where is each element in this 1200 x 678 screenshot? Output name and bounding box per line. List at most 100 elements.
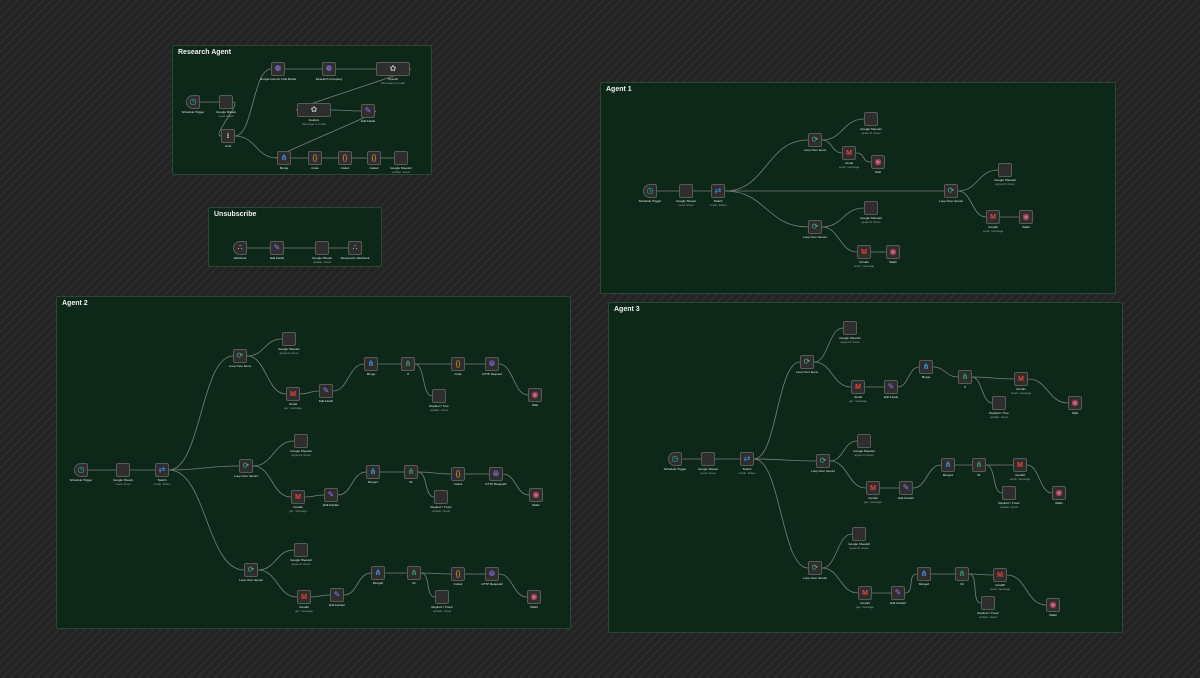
- gmail-node[interactable]: M: [993, 568, 1007, 582]
- sheets-node[interactable]: [679, 184, 693, 198]
- sheets-node[interactable]: [294, 434, 308, 448]
- http-node[interactable]: 🌐︎: [485, 567, 499, 581]
- gmail-node[interactable]: M: [286, 387, 300, 401]
- gmail-node[interactable]: M: [986, 210, 1000, 224]
- wait-node[interactable]: ◉: [1046, 598, 1060, 612]
- loop-node[interactable]: ⟳: [244, 563, 258, 577]
- wait-node[interactable]: ◉: [529, 488, 543, 502]
- schedule-node[interactable]: ◷: [74, 463, 88, 477]
- sheets-node[interactable]: [282, 332, 296, 346]
- if-node[interactable]: ⋔: [407, 566, 421, 580]
- code-node[interactable]: {}: [451, 567, 465, 581]
- sheets-node[interactable]: [219, 95, 233, 109]
- sheets-node[interactable]: [1002, 486, 1016, 500]
- sheets-node[interactable]: [864, 112, 878, 126]
- edit-node[interactable]: ✎: [330, 588, 344, 602]
- http-node[interactable]: 🌐︎: [485, 357, 499, 371]
- code-node[interactable]: {}: [451, 467, 465, 481]
- schedule-node[interactable]: ◷: [643, 184, 657, 198]
- sheets-node[interactable]: [857, 434, 871, 448]
- gmail-node[interactable]: M: [857, 245, 871, 259]
- sheets-node[interactable]: [294, 543, 308, 557]
- edit-node[interactable]: ✎: [324, 488, 338, 502]
- sheets-node[interactable]: [432, 389, 446, 403]
- schedule-node[interactable]: ◷: [668, 452, 682, 466]
- merge-node[interactable]: ⋔: [371, 566, 385, 580]
- schedule-node[interactable]: ◷: [186, 95, 200, 109]
- brain-node[interactable]: ❁: [322, 62, 336, 76]
- gmail-node[interactable]: M: [291, 490, 305, 504]
- gmail-node[interactable]: M: [1014, 372, 1028, 386]
- edit-node[interactable]: ✎: [899, 481, 913, 495]
- node-label: Limit: [198, 144, 258, 149]
- merge-node[interactable]: ⋔: [366, 465, 380, 479]
- loop-node[interactable]: ⟳: [808, 220, 822, 234]
- sheets-node[interactable]: [315, 241, 329, 255]
- wait-node[interactable]: ◉: [528, 388, 542, 402]
- sheets-node[interactable]: [864, 201, 878, 215]
- gmail-node[interactable]: M: [297, 590, 311, 604]
- openai-node[interactable]: ✿: [297, 103, 331, 117]
- sheets-node[interactable]: [435, 590, 449, 604]
- sheets-node[interactable]: [981, 596, 995, 610]
- gmail-node[interactable]: M: [858, 586, 872, 600]
- sheets-node[interactable]: [434, 490, 448, 504]
- webhook-node[interactable]: ∴: [348, 241, 362, 255]
- edit-node[interactable]: ✎: [270, 241, 284, 255]
- if-node[interactable]: ⋔: [401, 357, 415, 371]
- gmail-node[interactable]: M: [842, 146, 856, 160]
- merge-node[interactable]: ⋔: [917, 567, 931, 581]
- clock-icon: ◷: [671, 454, 679, 463]
- brain-node[interactable]: ❁: [271, 62, 285, 76]
- loop-node[interactable]: ⟳: [800, 355, 814, 369]
- sheets-node[interactable]: [394, 151, 408, 165]
- merge-node[interactable]: ⋔: [277, 151, 291, 165]
- edit-node[interactable]: ✎: [891, 586, 905, 600]
- wait-node[interactable]: ◉: [886, 245, 900, 259]
- wait-node[interactable]: ◉: [1068, 396, 1082, 410]
- loop-node[interactable]: ⟳: [233, 349, 247, 363]
- merge-node[interactable]: ⋔: [364, 357, 378, 371]
- code-node[interactable]: {}: [451, 357, 465, 371]
- sheets-node[interactable]: [992, 396, 1006, 410]
- edit-node[interactable]: ✎: [319, 384, 333, 398]
- openai-node[interactable]: ✿: [376, 62, 410, 76]
- code-node[interactable]: {}: [367, 151, 381, 165]
- loop-node[interactable]: ⟳: [808, 561, 822, 575]
- http-node[interactable]: 🌐︎: [489, 467, 503, 481]
- sticky-note-unsubscribe[interactable]: Unsubscribe: [208, 207, 382, 267]
- wait-node[interactable]: ◉: [527, 590, 541, 604]
- sheets-node[interactable]: [843, 321, 857, 335]
- code-node[interactable]: {}: [338, 151, 352, 165]
- switch-node[interactable]: ⇄: [711, 184, 725, 198]
- loop-node[interactable]: ⟳: [239, 459, 253, 473]
- edit-node[interactable]: ✎: [884, 380, 898, 394]
- sheets-node[interactable]: [998, 163, 1012, 177]
- webhook-node[interactable]: ∴: [233, 241, 247, 255]
- merge-node[interactable]: ⋔: [941, 458, 955, 472]
- sheets-node[interactable]: [116, 463, 130, 477]
- wait-node[interactable]: ◉: [1052, 486, 1066, 500]
- node-title: Gmail1: [859, 260, 869, 264]
- loop-node[interactable]: ⟳: [944, 184, 958, 198]
- if-node[interactable]: ⋔: [955, 567, 969, 581]
- wait-node[interactable]: ◉: [1019, 210, 1033, 224]
- sheets-node[interactable]: [852, 527, 866, 541]
- if-node[interactable]: ⋔: [958, 370, 972, 384]
- switch-node[interactable]: ⇄: [740, 452, 754, 466]
- if-node[interactable]: ⋔: [404, 465, 418, 479]
- edit-node[interactable]: ✎: [361, 104, 375, 118]
- switch-node[interactable]: ⇄: [155, 463, 169, 477]
- if-node[interactable]: ⋔: [972, 458, 986, 472]
- node-title: Code: [454, 372, 462, 376]
- merge-node[interactable]: ⋔: [919, 360, 933, 374]
- gmail-node[interactable]: M: [866, 481, 880, 495]
- gmail-node[interactable]: M: [1013, 458, 1027, 472]
- sheets-node[interactable]: [701, 452, 715, 466]
- wait-node[interactable]: ◉: [871, 155, 885, 169]
- code-node[interactable]: {}: [308, 151, 322, 165]
- limit-node[interactable]: ⭳: [221, 129, 235, 143]
- loop-node[interactable]: ⟳: [808, 133, 822, 147]
- loop-node[interactable]: ⟳: [816, 454, 830, 468]
- gmail-node[interactable]: M: [851, 380, 865, 394]
